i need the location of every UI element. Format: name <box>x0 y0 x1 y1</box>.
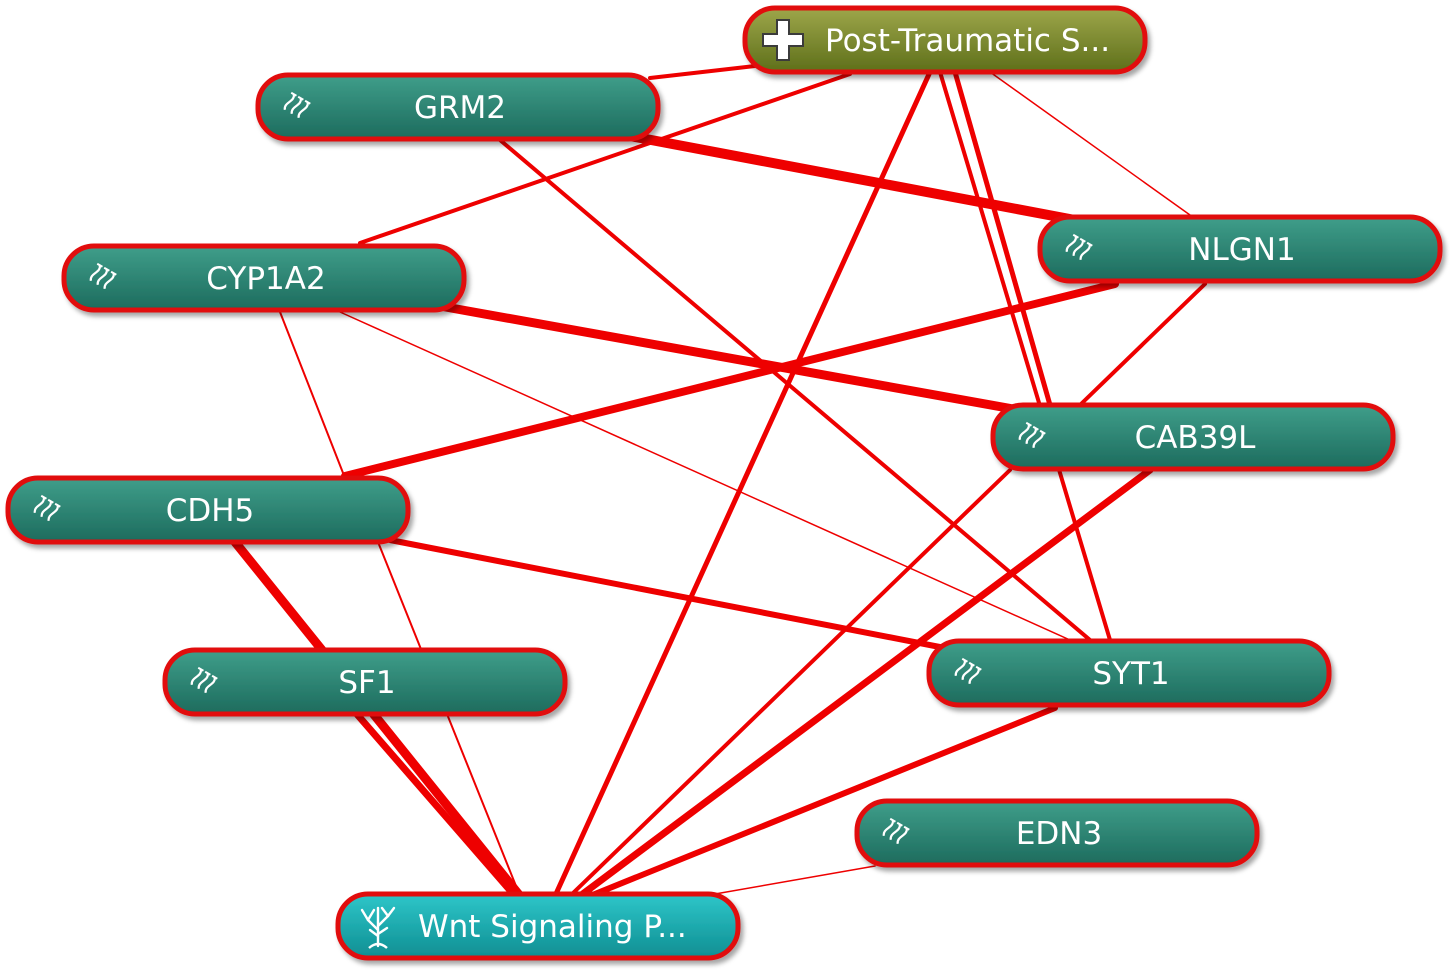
node-cdh5[interactable]: CDH5 <box>5 475 411 545</box>
edge-ptsd-wnt <box>552 69 933 899</box>
edge-ptsd-grm2 <box>648 64 757 80</box>
gene-icon <box>89 262 117 289</box>
tree-icon <box>360 906 396 949</box>
edge-cab39l-wnt <box>568 468 1012 898</box>
node-syt1-label: SYT1 <box>1092 656 1169 692</box>
gene-icon <box>954 657 982 684</box>
gene-icon <box>33 494 61 521</box>
edge-cyp1a2-cab39l <box>435 301 1035 417</box>
edge-cdh5-wnt <box>230 537 525 901</box>
node-wnt-label: Wnt Signaling P... <box>418 909 687 945</box>
node-sf1-label: SF1 <box>338 665 395 701</box>
node-cdh5-label: CDH5 <box>166 493 255 529</box>
gene-icon <box>190 666 218 693</box>
edges-layer <box>230 64 1207 901</box>
edge-nlgn1-cdh5 <box>341 280 1119 480</box>
node-cab39l-box <box>990 402 1396 472</box>
edge-cyp1a2-syt1 <box>339 311 1071 641</box>
node-edn3[interactable]: EDN3 <box>854 798 1260 868</box>
node-cyp1a2-box <box>61 243 467 313</box>
node-grm2[interactable]: GRM2 <box>255 72 661 142</box>
gene-icon <box>1018 421 1046 448</box>
node-nlgn1-box <box>1037 214 1443 284</box>
node-cab39l-label: CAB39L <box>1135 420 1257 456</box>
node-cyp1a2[interactable]: CYP1A2 <box>61 243 467 313</box>
node-sf1[interactable]: SF1 <box>162 647 568 717</box>
node-syt1[interactable]: SYT1 <box>926 638 1332 708</box>
edge-grm2-nlgn1 <box>625 131 1080 225</box>
edge-ptsd-cyp1a2 <box>358 72 852 245</box>
node-nlgn1[interactable]: NLGN1 <box>1037 214 1443 284</box>
nodes-layer: Post-Traumatic S... GRM2NLGN1CYP1A2CAB39L… <box>5 5 1443 961</box>
gene-icon <box>882 817 910 844</box>
node-cyp1a2-label: CYP1A2 <box>206 261 325 297</box>
node-edn3-box <box>854 798 1260 868</box>
edge-grm2-syt1 <box>498 138 1092 642</box>
edge-ptsd-cab39l <box>952 69 1053 408</box>
gene-icon <box>283 91 311 118</box>
node-ptsd-label: Post-Traumatic S... <box>825 23 1110 59</box>
gene-icon <box>1065 233 1093 260</box>
edge-cyp1a2-cdh5 <box>279 311 346 479</box>
node-nlgn1-label: NLGN1 <box>1188 232 1295 268</box>
node-sf1-box <box>162 647 568 717</box>
node-edn3-label: EDN3 <box>1016 816 1102 852</box>
medical-cross-icon <box>762 19 804 61</box>
node-wnt[interactable]: Wnt Signaling P... <box>335 891 741 961</box>
edge-nlgn1-cab39l <box>1078 282 1207 407</box>
node-grm2-box <box>255 72 661 142</box>
edge-cdh5-syt1 <box>387 537 948 651</box>
node-ptsd-box <box>742 5 1148 75</box>
node-cab39l[interactable]: CAB39L <box>990 402 1396 472</box>
node-syt1-box <box>926 638 1332 708</box>
node-wnt-box <box>335 891 741 961</box>
edge-ptsd-syt1 <box>938 70 1112 642</box>
node-cdh5-box <box>5 475 411 545</box>
edge-sf1-wnt <box>351 708 519 900</box>
edge-edn3-wnt <box>714 865 876 895</box>
edge-cdh5-sf1 <box>377 541 521 897</box>
edge-syt1-wnt <box>587 705 1058 899</box>
edge-ptsd-nlgn1 <box>989 71 1191 216</box>
node-ptsd[interactable]: Post-Traumatic S... <box>742 5 1148 75</box>
node-grm2-label: GRM2 <box>414 90 506 126</box>
edge-cab39l-wnt <box>576 466 1154 900</box>
